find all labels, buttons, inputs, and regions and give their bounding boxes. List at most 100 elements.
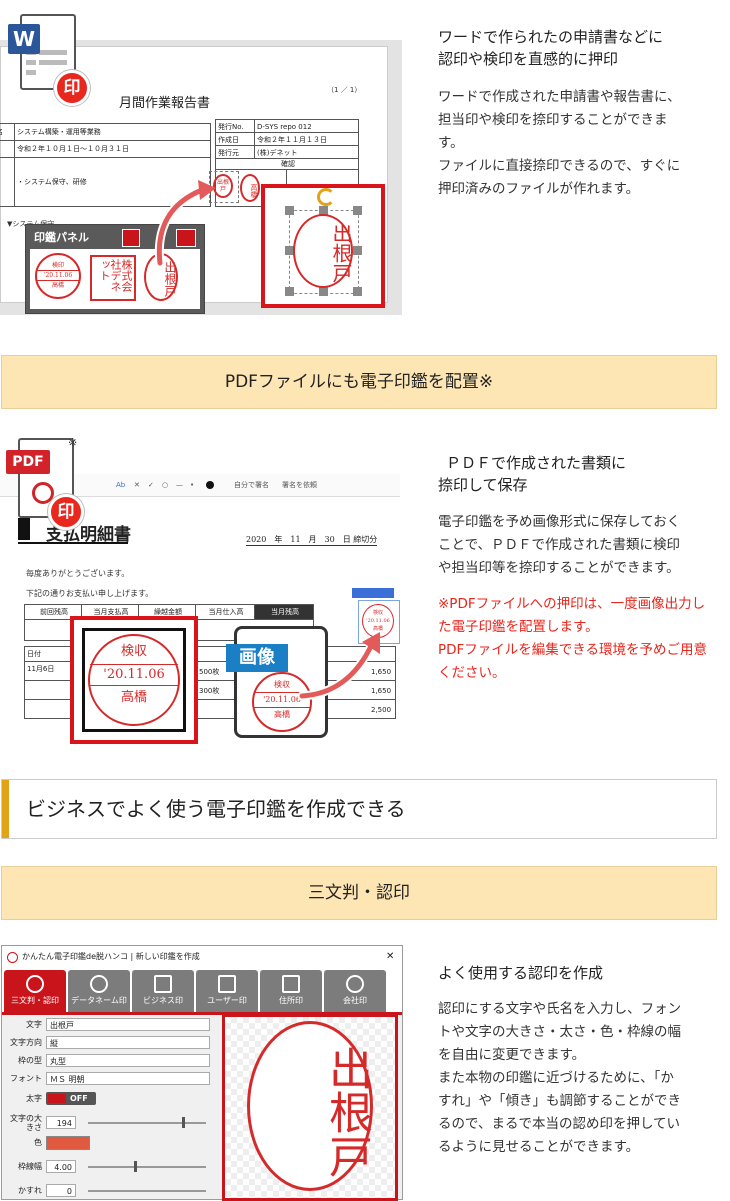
border-slider-thumb[interactable] [134,1161,137,1172]
blur-slider[interactable] [88,1190,206,1192]
panel-minimize-button[interactable] [176,229,196,247]
border-input[interactable]: 4.00 [46,1160,76,1173]
row-value-2: ・システム保守、研修 [14,157,211,207]
app-window: かんたん電子印鑑de脱ハンコ | 新しい印鑑を作成 ✕ 三文判・認印 データネー… [1,945,403,1201]
takahashi-stamp-in-doc: 高橋 [240,174,260,202]
form-row-bold: 太字 [26,1094,42,1103]
section2-paragraph: 電子印鑑を予め画像形式に保存しておく ことで、ＰＤＦで作成された書類に検印 や担… [438,514,681,576]
file-stamp: 検収 '20.11.06 高橋 [252,672,312,732]
meta-value-1: 令和２年１１月１３日 [254,132,359,146]
form-row-direction: 文字方向 [10,1038,42,1047]
table-row: 2,500 [24,699,396,719]
mitomein-banner: 三文判・認印 [1,866,717,920]
pdf-logo-icon: PDF [6,450,50,474]
small-stamp-in-doc: 出根戸 [213,174,233,198]
tab-company[interactable]: 会社印 [324,970,386,1012]
close-button[interactable]: ✕ [386,951,395,962]
inkan-badge-icon: 印 [54,70,90,106]
resize-handle[interactable] [353,206,362,215]
stamp-preview: 出根戸 [222,1014,398,1201]
tab-bar: 三文判・認印 データネーム印 ビジネス印 ユーザー印 住所印 会社印 [2,968,402,1014]
bold-toggle[interactable]: OFF [46,1092,96,1105]
form-row-size: 文字の大きさ [10,1114,42,1132]
row-value-0: システム構築・運用等業務 [14,123,211,141]
form-row-color: 色 [34,1138,42,1147]
text-input[interactable]: 出根戸 [46,1018,210,1031]
inkan-badge-icon: 印 [48,494,84,530]
section3-paragraph: 認印にする文字や氏名を入力し、フォン トや文字の大きさ・太さ・色・枠線の幅 を自… [438,1001,682,1155]
section1-paragraph: ワードで作成された申請書や報告書に、 担当印や検印を捺印することができま す。 … [438,89,681,197]
window-title: かんたん電子印鑑de脱ハンコ | 新しい印鑑を作成 [22,952,200,961]
tab-address[interactable]: 住所印 [260,970,322,1012]
tab-sanmonban[interactable]: 三文判・認印 [4,970,66,1012]
tool-color[interactable] [206,481,214,489]
tool-cross[interactable]: ✕ [134,481,140,489]
tool-text[interactable]: Ab [116,481,126,489]
window-titlebar: かんたん電子印鑑de脱ハンコ | 新しい印鑑を作成 ✕ [2,946,402,968]
zoomed-stamp: 出根戸 [293,214,353,288]
tool-line[interactable]: — [176,481,183,489]
business-banner: ビジネスでよく使う電子印鑑を作成できる [1,779,717,839]
stamp-icon [26,975,44,993]
image-label: 画像 [226,644,288,672]
table-header: 当月残高 [254,604,314,620]
font-select[interactable]: ＭＳ 明朝 [46,1072,210,1085]
panel-stamp-date[interactable]: 検印 '20.11.06 高橋 [35,253,81,299]
word-logo-icon: W [8,24,40,54]
resize-handle[interactable] [285,206,294,215]
tool-circle[interactable]: ○ [162,481,169,489]
blur-input[interactable]: 0 [46,1184,76,1197]
rotate-handle-icon[interactable] [317,188,335,206]
dataname-icon [90,975,108,993]
row-label-1: 期間 [0,140,15,158]
size-input[interactable]: 194 [46,1116,76,1129]
form-row-frame: 枠の型 [18,1056,42,1065]
business-icon [154,975,172,993]
tool-request-sign[interactable]: 署名を依頼 [282,481,317,489]
section2-heading: ＰＤＦで作成された書類に 捺印して保存 [438,454,627,494]
resize-handle[interactable] [353,246,362,255]
pdf-document-page: Ab ✕ ✓ ○ — • 自分で署名 署名を依頼 支払明細書 2020 年 11… [0,474,400,724]
tab-user[interactable]: ユーザー印 [196,970,258,1012]
tab-business[interactable]: ビジネス印 [132,970,194,1012]
tool-dot[interactable]: • [190,481,195,489]
form-row-font: フォント [10,1074,42,1083]
form-row-border: 枠線幅 [18,1162,42,1171]
pdf-big-stamp-box: 検収 '20.11.06 高橋 [70,616,198,744]
tool-self-sign[interactable]: 自分で署名 [234,481,269,489]
page-number: （1 ／ 1） [327,86,362,94]
resize-handle[interactable] [285,287,294,296]
direction-select[interactable]: 縦 [46,1036,210,1049]
panel-menu-button[interactable] [122,229,140,247]
pdf-banner: PDFファイルにも電子印鑑を配置※ [1,355,717,409]
color-picker[interactable] [46,1136,90,1150]
big-stamp: 検収 '20.11.06 高橋 [88,634,180,726]
resize-handle[interactable] [353,287,362,296]
tab-dataname[interactable]: データネーム印 [68,970,130,1012]
resize-handle[interactable] [319,287,328,296]
resize-handle[interactable] [285,246,294,255]
size-slider-thumb[interactable] [182,1117,185,1128]
row-label-0: 業務名 [0,123,15,141]
stamp-panel-title: 印鑑パネル [34,231,89,244]
row-label-2: 内容 [0,157,15,207]
border-slider[interactable] [88,1166,206,1168]
curved-arrow-icon [297,632,380,701]
panel-stamp-company[interactable]: 株式会社デネット [90,255,136,301]
pdf-toolbar: Ab ✕ ✓ ○ — • 自分で署名 署名を依頼 [0,474,400,497]
size-slider[interactable] [88,1122,206,1124]
date-line: 2020 年 11 月 30 日 締切分 [246,535,378,546]
row-value-1: 令和２年１０月１日〜１０月３１日 [14,140,211,158]
frame-select[interactable]: 丸型 [46,1054,210,1067]
pdf-asterisk: ※ [68,436,78,449]
resize-handle[interactable] [319,206,328,215]
tool-check[interactable]: ✓ [148,481,154,489]
meta-label-1: 作成日 [215,132,255,146]
table-header: 当月仕入高 [195,604,255,620]
section1-heading: ワードで作られたの申請書などに 認印や検印を直感的に押印 [438,28,664,68]
section2-note: ※PDFファイルへの押印は、一度画像出力し た電子印鑑を配置します。 PDFファ… [438,596,708,681]
greeting: 毎度ありがとうございます。 下記の通りお支払い申し上げます。 [26,569,154,598]
stamp-toolbar[interactable] [352,588,394,598]
user-icon [218,975,236,993]
meta-label-2: 発行元 [215,145,255,159]
